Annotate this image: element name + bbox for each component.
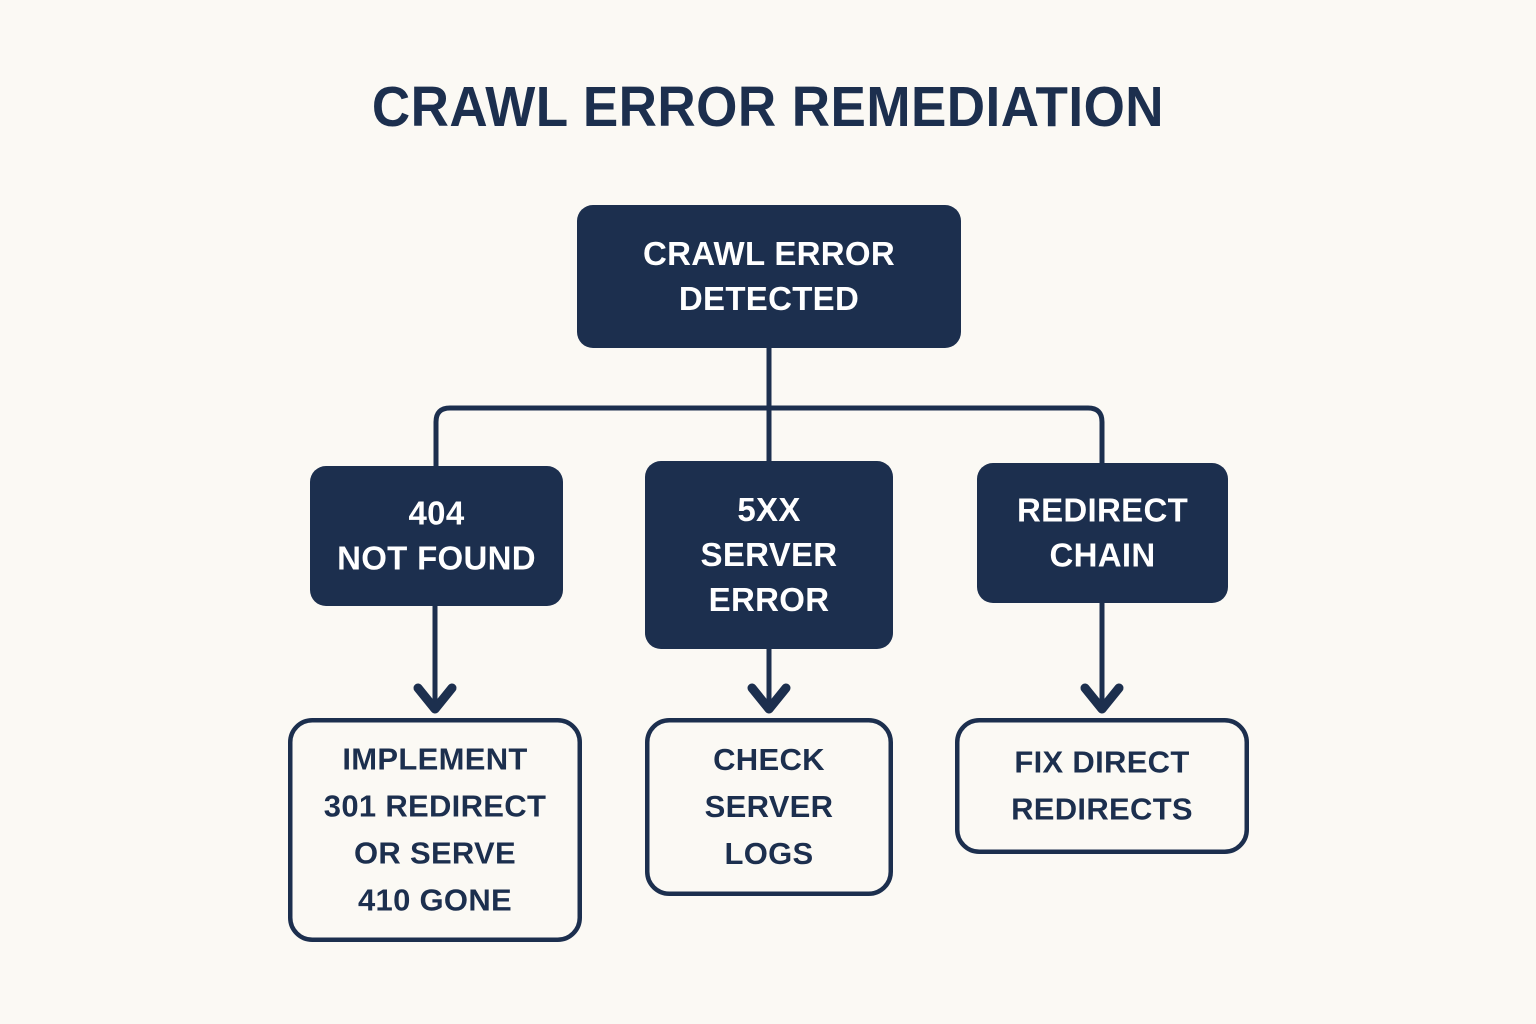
node-label-line: IMPLEMENT: [342, 742, 527, 777]
arrow-head-icon: [413, 683, 457, 714]
node-label-line: CHAIN: [1050, 537, 1156, 574]
node-shape: [955, 718, 1249, 854]
arrow-head-icon: [747, 683, 791, 714]
node-label-line: FIX DIRECT: [1014, 745, 1189, 780]
node-label-line: LOGS: [724, 836, 813, 871]
connectors-group: [413, 348, 1124, 714]
node-shape: [310, 466, 563, 606]
arrow-head-icon: [1080, 683, 1124, 714]
node-label-line: SERVER: [705, 789, 834, 824]
node-fix-redirect[interactable]: FIX DIRECT REDIRECTS: [955, 718, 1249, 854]
node-label-line: 5XX: [737, 491, 800, 528]
node-label-line: 301 REDIRECT: [324, 789, 546, 824]
node-shape: [977, 463, 1228, 603]
node-root[interactable]: CRAWL ERROR DETECTED: [577, 205, 961, 348]
node-shape: [645, 461, 893, 649]
page-title: CRAWL ERROR REMEDIATION: [371, 75, 1165, 139]
node-err-5xx[interactable]: 5XX SERVER ERROR: [645, 461, 893, 649]
node-label-line: SERVER: [701, 536, 838, 573]
node-label-line: DETECTED: [679, 280, 859, 317]
node-shape: [577, 205, 961, 348]
node-shape: [288, 718, 582, 942]
node-redirect-chain[interactable]: REDIRECT CHAIN: [977, 463, 1228, 603]
node-label-line: 410 GONE: [358, 883, 512, 918]
node-shape: [645, 718, 893, 896]
node-label-line: CHECK: [713, 742, 825, 777]
node-label-line: REDIRECTS: [1011, 792, 1193, 827]
node-fix-404[interactable]: IMPLEMENT 301 REDIRECT OR SERVE 410 GONE: [288, 718, 582, 942]
node-label-line: ERROR: [709, 581, 830, 618]
node-label-line: CRAWL ERROR: [643, 235, 895, 272]
node-label-line: OR SERVE: [354, 836, 516, 871]
node-fix-5xx[interactable]: CHECK SERVER LOGS: [645, 718, 893, 896]
node-label-line: REDIRECT: [1017, 492, 1188, 529]
node-label-line: 404: [409, 495, 465, 532]
node-label-line: NOT FOUND: [337, 540, 536, 577]
